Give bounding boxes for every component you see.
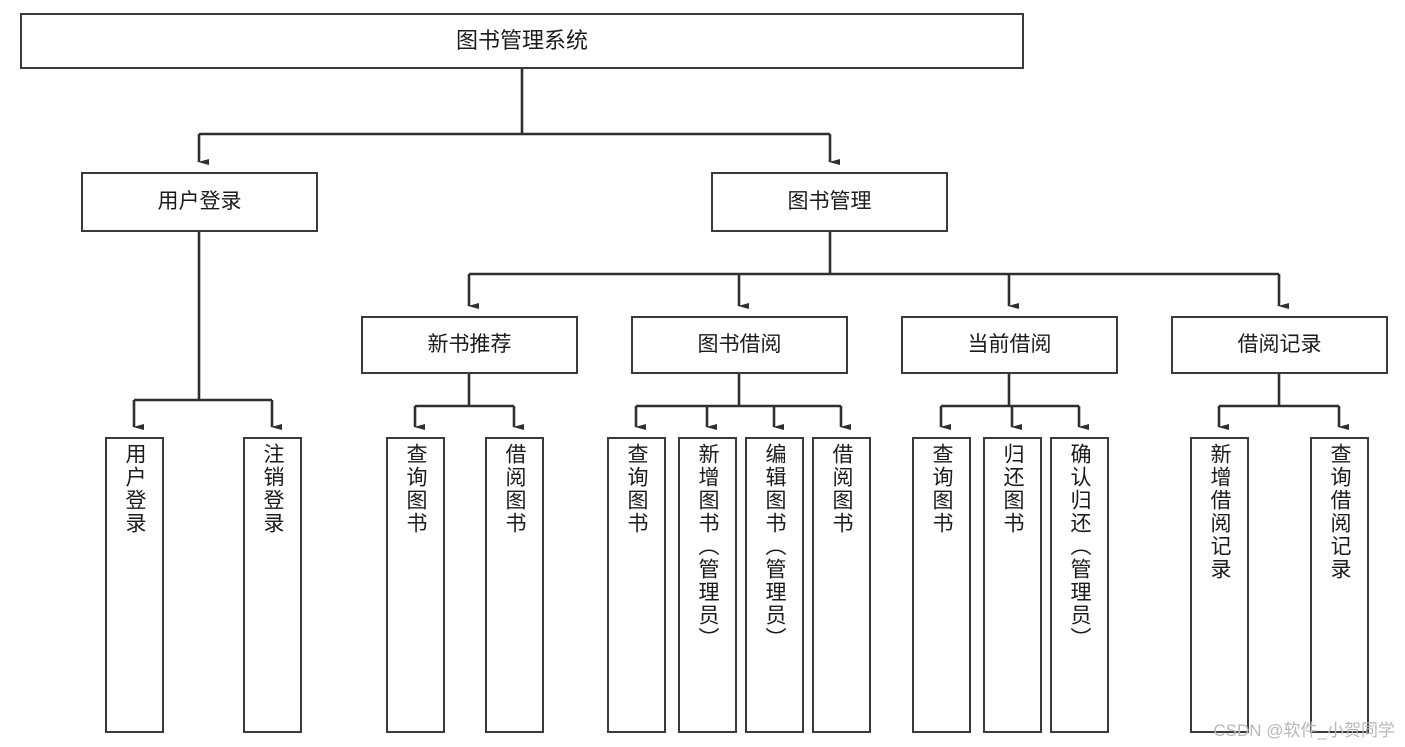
node-label: 用户登录	[123, 443, 146, 535]
node-borrow-record[interactable]: 借阅记录	[1171, 316, 1388, 374]
node-label: 借阅记录	[1237, 332, 1322, 356]
node-leaf-logout[interactable]: 注销登录	[243, 437, 302, 733]
node-label: 图书管理	[787, 189, 872, 213]
node-leaf-user-login[interactable]: 用户登录	[105, 437, 164, 733]
node-leaf-confirm-return[interactable]: 确认归还（管理员）	[1050, 437, 1109, 733]
node-leaf-borrow-book[interactable]: 借阅图书	[812, 437, 871, 733]
node-label: 新增借阅记录	[1208, 443, 1231, 581]
node-leaf-return-book[interactable]: 归还图书	[983, 437, 1042, 733]
node-book-borrow[interactable]: 图书借阅	[631, 316, 848, 374]
node-label: 确认归还（管理员）	[1068, 443, 1091, 650]
node-label: 借阅图书	[503, 443, 526, 535]
node-new-book-rec[interactable]: 新书推荐	[361, 316, 578, 374]
node-leaf-query-book-current[interactable]: 查询图书	[912, 437, 971, 733]
node-label: 编辑图书（管理员）	[763, 443, 786, 650]
node-root-system[interactable]: 图书管理系统	[20, 13, 1024, 69]
node-leaf-add-borrow-record[interactable]: 新增借阅记录	[1190, 437, 1249, 733]
node-leaf-query-borrow-record[interactable]: 查询借阅记录	[1310, 437, 1369, 733]
node-label: 查询图书	[625, 443, 648, 535]
node-label: 借阅图书	[830, 443, 853, 535]
node-label: 归还图书	[1001, 443, 1024, 535]
node-current-borrow[interactable]: 当前借阅	[901, 316, 1118, 374]
csdn-watermark: CSDN @软件_小贺同学	[1213, 721, 1395, 740]
node-label: 查询图书	[404, 443, 427, 535]
node-leaf-borrow-book-rec[interactable]: 借阅图书	[485, 437, 544, 733]
node-label: 用户登录	[157, 189, 242, 213]
node-label: 当前借阅	[967, 332, 1052, 356]
node-book-manage[interactable]: 图书管理	[711, 172, 948, 232]
node-label: 查询借阅记录	[1328, 443, 1351, 581]
node-leaf-edit-book[interactable]: 编辑图书（管理员）	[745, 437, 804, 733]
node-label: 图书借阅	[697, 332, 782, 356]
node-leaf-query-book-borrow[interactable]: 查询图书	[607, 437, 666, 733]
node-label: 新增图书（管理员）	[696, 443, 719, 650]
node-label: 新书推荐	[427, 332, 512, 356]
node-leaf-query-book-rec[interactable]: 查询图书	[386, 437, 445, 733]
node-label: 图书管理系统	[455, 28, 588, 54]
node-user-login[interactable]: 用户登录	[81, 172, 318, 232]
node-leaf-add-book[interactable]: 新增图书（管理员）	[678, 437, 737, 733]
node-label: 注销登录	[261, 443, 284, 535]
node-label: 查询图书	[930, 443, 953, 535]
